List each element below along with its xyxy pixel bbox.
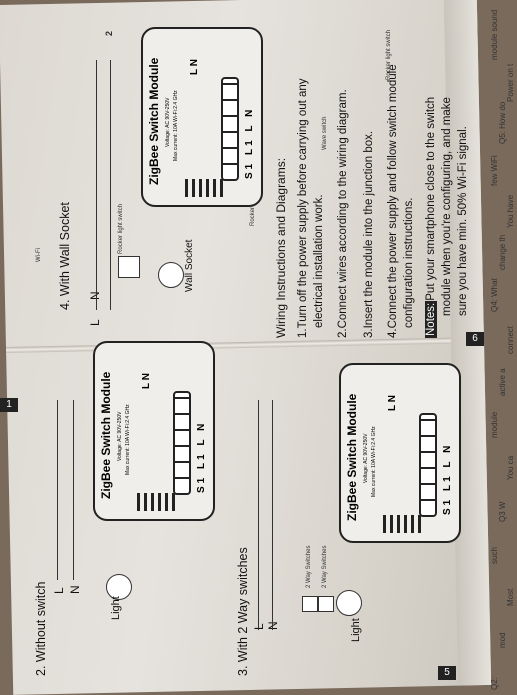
section-2-light-bulb-icon xyxy=(106,574,132,600)
right-strip-line: connect xyxy=(506,325,515,354)
section-3-switch-2-label: 2 Way Switches xyxy=(322,545,328,588)
paper-fold-horizontal xyxy=(5,336,485,354)
right-strip-line: Q5: How do xyxy=(498,101,507,144)
right-strip-line: You ca xyxy=(506,455,515,480)
right-strip-line: You have xyxy=(506,194,515,228)
instructions-step-1: 1.Turn off the power supply before carry… xyxy=(297,78,309,338)
section-2-wire-N xyxy=(73,400,74,580)
section-3-light-label: Light xyxy=(350,618,362,642)
section-4-rocker-switch-icon xyxy=(118,256,140,278)
section-2-module-diagram: ZigBee Switch Module Voltage: AC 90V-250… xyxy=(93,341,215,521)
section-3-module-diagram: ZigBee Switch Module Voltage: AC 90V-250… xyxy=(339,363,461,543)
section-2-wire-L xyxy=(57,400,58,580)
section-4-title: 4. With Wall Socket xyxy=(58,202,72,310)
section-3-title: 3. With 2 Way switches xyxy=(236,547,250,676)
right-strip-line: change th xyxy=(498,234,507,270)
right-strip-line: active a xyxy=(498,368,507,396)
section-4-module-diagram: ZigBee Switch Module Voltage: AC 90V-250… xyxy=(141,27,263,207)
instructions-step-2: 2.Connect wires according to the wiring … xyxy=(337,89,349,338)
section-3-wire-L xyxy=(258,400,259,630)
instructions-notes-line-3: sure you have min. 50% Wi-Fi signal. xyxy=(457,126,469,316)
section-3-switch-1-icon xyxy=(302,596,318,612)
instructions-notes-line-2: module when you're configuring, and make xyxy=(441,97,453,316)
right-strip-line: module xyxy=(490,411,499,438)
section-3-switch-2-icon xyxy=(318,596,334,612)
right-strip-line: Most xyxy=(506,588,515,606)
section-4-wire-L xyxy=(96,60,97,310)
section-2-N: N xyxy=(68,585,82,594)
section-4-N: N xyxy=(88,291,102,300)
right-strip-line: mod xyxy=(498,632,507,648)
instructions-step-4: 4.Connect the power supply and follow sw… xyxy=(387,64,399,338)
page-number-top: 2 xyxy=(104,30,114,36)
right-strip-line: few WiFi xyxy=(490,155,499,186)
section-3-wire-N xyxy=(272,400,273,630)
right-strip-line: Q4: What xyxy=(490,278,499,312)
instructions-heading: Wiring Instructions and Diagrams: xyxy=(274,157,288,338)
instructions-step-4-cont: configuration instructions. xyxy=(403,197,415,328)
section-3-N: N xyxy=(266,621,280,630)
page-number-5: 5 xyxy=(438,666,456,680)
page-number-6: 6 xyxy=(466,332,484,346)
section-3-switch-1-label: 2 Way Switches xyxy=(306,545,312,588)
instructions-step-3: 3.Insert the module into the junction bo… xyxy=(363,130,375,338)
section-2-light-label: Light xyxy=(110,596,122,620)
section-3-L: L xyxy=(252,623,266,630)
top-rocker2-label: Rocker xyxy=(250,206,256,226)
section-2-title: 2. Without switch xyxy=(34,581,48,676)
section-2-L: L xyxy=(52,587,66,594)
section-4-socket-icon xyxy=(158,262,184,288)
right-strip-line: Power on t xyxy=(506,63,515,102)
top-wifi-label: Wi-Fi xyxy=(36,248,42,262)
section-4-wire-N xyxy=(110,60,111,310)
section-4-switch-label: Rocker light switch xyxy=(118,203,124,254)
instructions-notes-line-1: Notes:Put your smartphone close to the s… xyxy=(425,96,437,338)
section-4-L: L xyxy=(88,319,102,326)
page-number-1: 1 xyxy=(0,398,18,412)
right-strip-line: module sound xyxy=(490,9,499,60)
section-3-light-bulb-icon xyxy=(336,590,362,616)
section-4-socket-label: Wall Socket xyxy=(184,239,195,292)
right-strip-line: such xyxy=(490,547,499,564)
top-wave-label: Wave switch xyxy=(322,116,328,150)
notes-tag: Notes: xyxy=(425,300,437,338)
right-strip-line: Q3 W xyxy=(498,501,507,522)
instructions-step-1-cont: electrical installation work. xyxy=(313,194,325,328)
right-strip-line: Q2: xyxy=(490,677,499,690)
